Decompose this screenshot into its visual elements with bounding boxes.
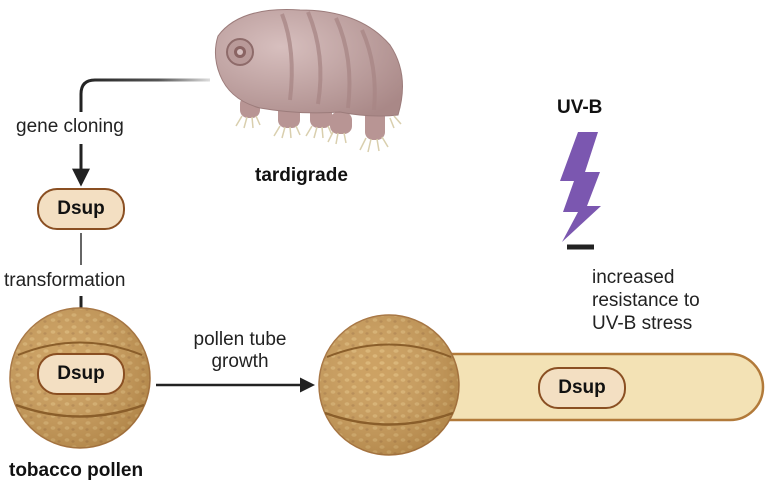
dsup-gene-box-tube: Dsup [538, 367, 626, 409]
transformation-label: transformation [4, 270, 126, 291]
dsup-gene-box-cloned: Dsup [37, 188, 125, 230]
lightning-bolt-icon [560, 132, 601, 242]
effect-label-line3: UV-B stress [592, 313, 693, 334]
effect-label-line2: resistance to [592, 290, 700, 311]
uv-b-label: UV-B [557, 97, 603, 118]
pollen-tube-growth-label-line2: growth [211, 351, 269, 372]
inhibition-connector [567, 244, 594, 372]
effect-label: increased resistance to UV-B stress [592, 266, 700, 335]
tardigrade-icon [214, 9, 403, 153]
pollen-tube-growth-label-line1: pollen tube [193, 329, 287, 350]
effect-label-line1: increased [592, 267, 675, 288]
pollen-tube-growth-label: pollen tube growth [180, 329, 300, 373]
tardigrade-label: tardigrade [255, 165, 348, 186]
gene-cloning-label: gene cloning [16, 116, 124, 137]
dsup-gene-box-pollen: Dsup [37, 353, 125, 395]
germinating-pollen-grain-icon [318, 314, 460, 456]
tobacco-pollen-label: tobacco pollen [9, 460, 144, 481]
gene-cloning-connector [72, 78, 210, 187]
